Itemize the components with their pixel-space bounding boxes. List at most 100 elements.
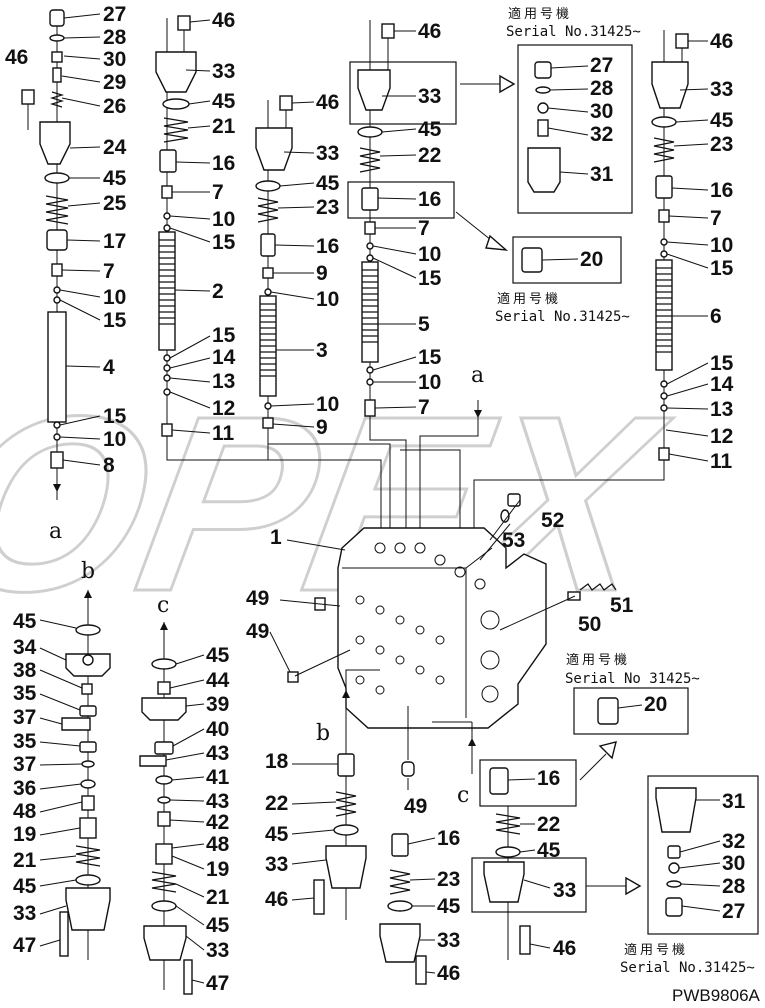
part-callout-28: 28 [722,875,746,898]
part-callout-37: 37 [13,753,36,776]
part-callout-40: 40 [206,718,229,741]
part-callout-18: 18 [265,750,289,773]
part-callout-14: 14 [710,373,734,396]
part-callout-27: 27 [590,54,613,77]
part-callout-46: 46 [710,30,733,53]
part-callout-45: 45 [437,895,461,918]
part-callout-9: 9 [316,262,328,285]
part-callout-43: 43 [206,742,229,765]
serial-note-number: Serial No 31425~ [565,671,700,687]
part-callout-28: 28 [590,77,614,100]
part-callout-10: 10 [710,234,733,257]
part-callout-11: 11 [710,450,733,473]
part-callout-48: 48 [13,800,37,823]
serial-note-heading: 適用号機 [566,652,630,668]
part-callout-38: 38 [13,659,37,682]
part-callout-22: 22 [265,792,288,815]
column-1-callouts: 27 28 30 29 26 46 24 45 25 17 7 10 15 4 … [5,3,127,544]
part-callout-49: 49 [246,587,269,610]
bottom-c-stack: c [139,593,193,995]
part-callout-26: 26 [103,95,126,118]
part-callout-45: 45 [316,172,340,195]
column-3-callouts: 46 33 45 23 16 9 10 3 10 9 [270,91,340,439]
part-callout-6: 6 [710,305,722,328]
part-callout-15: 15 [212,231,236,254]
part-callout-12: 12 [212,397,235,420]
bottom-middle-stack: b [313,669,427,985]
part-callout-52: 52 [541,509,564,532]
part-callout-30: 30 [103,48,126,71]
part-callout-32: 32 [590,123,613,146]
part-callout-5: 5 [418,313,430,336]
part-callout-15: 15 [418,267,442,290]
part-callout-10: 10 [212,208,235,231]
part-callout-46: 46 [316,91,339,114]
serial-note-heading: 適用号機 [497,291,561,307]
part-callout-4: 4 [103,356,115,379]
part-callout-32: 32 [722,830,745,853]
part-callout-15: 15 [212,324,236,347]
connection-letter-c-right: c [457,783,469,808]
valve-body [279,493,617,729]
bottom-middle-callouts: 18 22 45 33 46 49 16 23 45 33 46 [265,750,461,985]
part-callout-10: 10 [418,243,441,266]
part-callout-43: 43 [206,790,229,813]
column-4-callouts: 46 33 45 22 16 7 10 15 5 15 10 7 [372,20,442,419]
part-callout-21: 21 [212,115,236,138]
bottom-left-stack: b [59,559,111,960]
part-callout-13: 13 [710,398,733,421]
part-callout-20: 20 [644,693,667,716]
part-callout-50: 50 [578,613,601,636]
part-callout-49: 49 [246,620,269,643]
part-callout-7: 7 [710,207,722,230]
part-callout-11: 11 [212,422,235,445]
part-callout-35: 35 [13,682,37,705]
part-callout-46: 46 [553,937,576,960]
connection-letter-a-left: a [49,519,62,544]
part-callout-37: 37 [13,706,36,729]
column-3-parts [255,95,293,460]
part-callout-3: 3 [316,339,328,362]
part-callout-29: 29 [103,71,126,94]
part-callout-46: 46 [418,20,441,43]
part-callout-25: 25 [103,192,127,215]
part-callout-7: 7 [418,217,430,240]
part-callout-7: 7 [103,260,115,283]
part-callout-49: 49 [404,795,427,818]
bottom-c-callouts: 45 44 39 40 43 41 43 42 48 19 21 45 33 4… [165,644,230,995]
part-callout-7: 7 [212,181,224,204]
connection-letter-a-right: a [471,363,484,388]
part-callout-10: 10 [103,286,126,309]
part-callout-33: 33 [316,142,339,165]
part-callout-22: 22 [418,144,441,167]
kit-1-serial-note: 適用号機 Serial No.31425~ 27 28 30 32 31 [506,6,641,214]
part-callout-45: 45 [206,914,230,937]
part-callout-46: 46 [265,888,288,911]
part-callout-30: 30 [722,852,745,875]
part-callout-31: 31 [722,790,746,813]
part-callout-31: 31 [590,163,614,186]
drawing-number: PWB9806A [672,986,761,1005]
part-callout-24: 24 [103,136,127,159]
kit-2-serial-note: 20 適用号機 Serial No.31425~ [495,236,630,325]
part-callout-23: 23 [437,868,460,891]
part-callout-45: 45 [13,610,37,633]
part-callout-45: 45 [710,109,734,132]
serial-note-heading: 適用号機 [508,6,572,22]
assembly-lines: a [166,363,665,530]
part-callout-45: 45 [537,839,561,862]
part-callout-45: 45 [418,118,442,141]
part-callout-47: 47 [13,934,36,957]
part-callout-33: 33 [265,853,288,876]
part-callout-33: 33 [710,78,733,101]
part-callout-15: 15 [418,346,442,369]
column-2-callouts: 46 33 45 21 16 7 10 15 2 15 14 13 12 11 [169,9,236,445]
part-callout-33: 33 [13,902,36,925]
part-callout-48: 48 [206,833,230,856]
serial-note-number: Serial No.31425~ [506,24,641,40]
part-callout-19: 19 [13,823,36,846]
part-callout-53: 53 [502,529,525,552]
kit-3-serial-note: 31 32 30 28 27 適用号機 Serial No.31425~ [620,775,759,976]
part-callout-33: 33 [553,879,576,902]
